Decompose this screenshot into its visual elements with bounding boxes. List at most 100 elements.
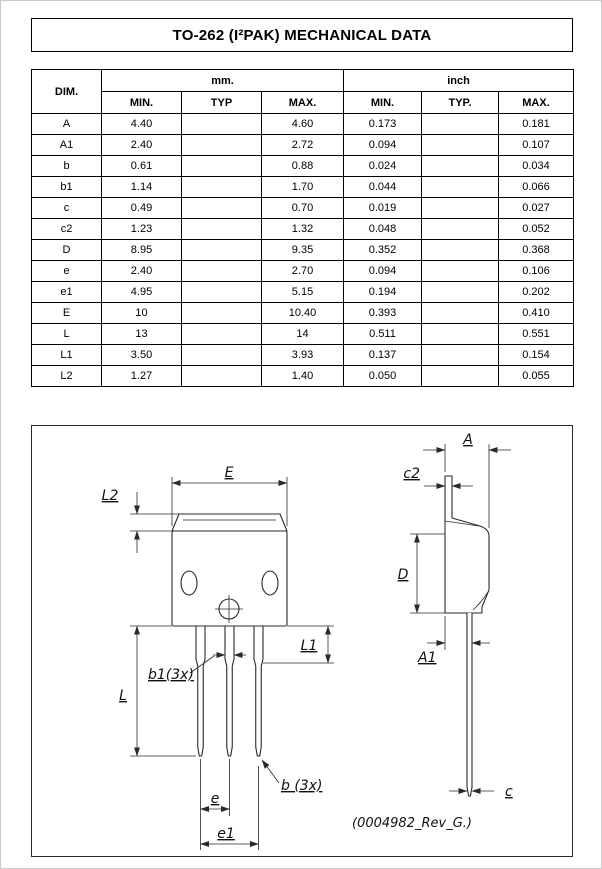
dim-label-b1: b1(3x) bbox=[148, 667, 194, 683]
table-header-row-groups: DIM. mm. inch bbox=[31, 69, 574, 114]
dim-label-L1: L1 bbox=[301, 638, 318, 654]
table-cell: 0.019 bbox=[343, 197, 422, 219]
table-cell: 0.61 bbox=[101, 155, 182, 177]
mechanical-drawing-box: E L2 L1 bbox=[31, 425, 573, 857]
table-cell bbox=[421, 302, 499, 324]
table-cell bbox=[181, 113, 262, 135]
dim-label-D: D bbox=[398, 567, 409, 583]
dim-cell: A bbox=[31, 113, 102, 135]
dim-cell: c bbox=[31, 197, 102, 219]
dim-A1: A1 bbox=[417, 616, 490, 666]
table-cell: 0.202 bbox=[498, 281, 574, 303]
front-view: E L2 L1 bbox=[102, 465, 334, 850]
table-cell: 10 bbox=[101, 302, 182, 324]
table-cell bbox=[421, 134, 499, 156]
table-cell: 0.050 bbox=[343, 365, 422, 387]
table-cell: 0.368 bbox=[498, 239, 574, 261]
table-cell bbox=[421, 113, 499, 135]
table-cell bbox=[421, 155, 499, 177]
dim-L: L bbox=[119, 625, 196, 757]
table-cell: 1.14 bbox=[101, 176, 182, 198]
table-cell bbox=[421, 197, 499, 219]
mechanical-drawing: E L2 L1 bbox=[102, 432, 513, 850]
dim-b: b (3x) bbox=[261, 759, 322, 794]
table-cell: 0.551 bbox=[498, 323, 574, 345]
table-cell bbox=[421, 260, 499, 282]
table-cell: 2.72 bbox=[261, 134, 344, 156]
table-cell: 10.40 bbox=[261, 302, 344, 324]
table-cell: 0.048 bbox=[343, 218, 422, 240]
table-cell: 0.094 bbox=[343, 134, 422, 156]
dim-c2: c2 bbox=[403, 466, 473, 489]
package-tab bbox=[171, 513, 288, 532]
table-cell bbox=[181, 281, 262, 303]
dim-label-A: A bbox=[462, 432, 473, 448]
table-cell: 0.094 bbox=[343, 260, 422, 282]
dim-cell: b1 bbox=[31, 176, 102, 198]
dim-b1: b1(3x) bbox=[148, 652, 246, 683]
table-cell: 0.027 bbox=[498, 197, 574, 219]
dim-label-L2: L2 bbox=[102, 488, 119, 504]
table-cell: 14 bbox=[261, 323, 344, 345]
table-cell bbox=[181, 365, 262, 387]
table-cell: 2.40 bbox=[101, 260, 182, 282]
table-cell: 0.106 bbox=[498, 260, 574, 282]
table-cell bbox=[421, 239, 499, 261]
dim-E: E bbox=[171, 465, 288, 526]
dim-cell: E bbox=[31, 302, 102, 324]
dim-D: D bbox=[398, 533, 445, 614]
dim-cell: L bbox=[31, 323, 102, 345]
table-cell: 8.95 bbox=[101, 239, 182, 261]
table-cell: 2.40 bbox=[101, 134, 182, 156]
table-cell bbox=[181, 239, 262, 261]
dim-label-L: L bbox=[119, 688, 127, 704]
table-cell: 0.024 bbox=[343, 155, 422, 177]
lead-left bbox=[195, 625, 206, 757]
table-cell bbox=[181, 218, 262, 240]
dim-label-e1: e1 bbox=[217, 826, 235, 842]
lead-center bbox=[224, 625, 235, 757]
table-cell: 0.052 bbox=[498, 218, 574, 240]
col-header-mm-max: MAX. bbox=[261, 91, 344, 114]
side-view: A c2 D bbox=[398, 432, 513, 800]
table-cell bbox=[421, 323, 499, 345]
dim-label-E: E bbox=[225, 465, 234, 481]
col-header-mm-typ: TYP bbox=[181, 91, 262, 114]
dim-A: A bbox=[423, 432, 511, 528]
col-header-inch-typ: TYP. bbox=[421, 91, 499, 114]
dim-cell: A1 bbox=[31, 134, 102, 156]
table-cell: 5.15 bbox=[261, 281, 344, 303]
body-hole-right bbox=[261, 570, 279, 596]
col-header-dim: DIM. bbox=[31, 69, 102, 114]
table-cell: 1.40 bbox=[261, 365, 344, 387]
col-group-mm: mm. bbox=[101, 69, 344, 92]
table-cell bbox=[181, 323, 262, 345]
dim-cell: e1 bbox=[31, 281, 102, 303]
table-cell: 13 bbox=[101, 323, 182, 345]
table-cell: 0.055 bbox=[498, 365, 574, 387]
table-cell: 0.88 bbox=[261, 155, 344, 177]
dim-e-e1: e e1 bbox=[200, 759, 259, 850]
table-cell bbox=[181, 134, 262, 156]
table-cell: 9.35 bbox=[261, 239, 344, 261]
table-cell bbox=[181, 302, 262, 324]
dim-cell: c2 bbox=[31, 218, 102, 240]
table-cell bbox=[181, 344, 262, 366]
table-cell: 0.107 bbox=[498, 134, 574, 156]
dim-L2: L2 bbox=[102, 488, 179, 553]
table-cell: 2.70 bbox=[261, 260, 344, 282]
table-cell: 0.154 bbox=[498, 344, 574, 366]
dim-label-c: c bbox=[505, 784, 513, 800]
table-cell: 4.40 bbox=[101, 113, 182, 135]
